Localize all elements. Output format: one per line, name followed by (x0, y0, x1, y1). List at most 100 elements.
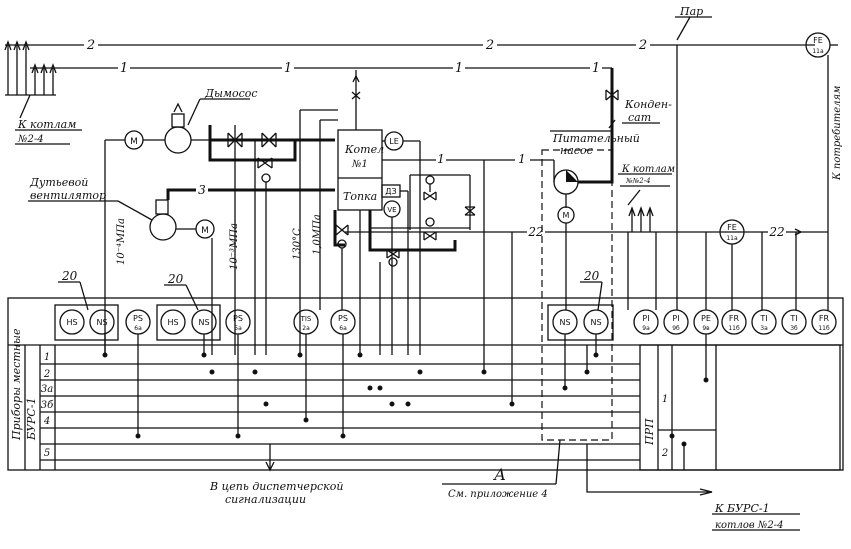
line-number-label: 1 (120, 61, 128, 76)
arrows-to-boilers (4, 40, 57, 119)
line-number-label: 2 (638, 38, 647, 53)
steam-line-2 (5, 39, 815, 51)
instrument-code: PI (642, 314, 649, 323)
to-consumers-label: К потребителям (832, 86, 843, 181)
line-number-label: 22 (768, 225, 784, 239)
callout-label: 20 (167, 272, 184, 286)
callout-label: 20 (61, 269, 78, 283)
switch-block (156, 304, 221, 341)
switch-block (54, 304, 119, 341)
signal-lines (102, 160, 709, 447)
row-label: 4 (43, 416, 50, 427)
instrument-code: PI (672, 314, 679, 323)
panel-subtitle: БУРС-1 (25, 397, 38, 441)
instrument-tag: 6а (339, 325, 347, 332)
steam-label: Пар (679, 5, 703, 18)
instrument-code: M (563, 211, 570, 220)
row-label: 1 (44, 352, 50, 363)
instrument-tag: 5а (234, 325, 242, 332)
instrument-code: PS (338, 314, 348, 323)
line-number-label: 22 (527, 225, 543, 239)
scheme-a-boundary (541, 149, 613, 441)
damper-valve (261, 132, 277, 148)
line-number-label: 1 (592, 61, 600, 76)
exhaust-stack (171, 113, 185, 128)
air-valve (335, 224, 349, 236)
line-number-label: 1 (518, 152, 526, 166)
feedwater-line-1 (30, 62, 612, 74)
instrument-code: TI (759, 314, 767, 323)
condensate-label-2: сат (628, 111, 651, 124)
instrument-tag: 9в (702, 325, 710, 332)
line-number-label: 2 (485, 38, 494, 53)
line-22 (345, 225, 828, 239)
row-label: 3б (41, 400, 54, 411)
furnace-label: Топка (343, 190, 377, 203)
panel-instruments (59, 309, 837, 335)
row-label: 2 (43, 369, 50, 380)
switch-block (547, 304, 614, 341)
instrument-code: FE (813, 36, 823, 45)
instrument-tag: 6а (134, 325, 142, 332)
pump-label-2: насос (560, 144, 593, 157)
line-number-label: 1 (284, 61, 292, 76)
prp-box (639, 344, 841, 471)
boiler-number: №1 (351, 159, 368, 170)
control-panel (7, 297, 844, 471)
prp-row-label: 2 (661, 448, 668, 459)
damper-valve (257, 157, 273, 169)
instrument-code: FE (727, 223, 737, 232)
instrument-tag: 11б (818, 325, 830, 332)
row-label: 3а (41, 384, 53, 395)
exhauster-label: Дымосос (204, 87, 258, 100)
panel-rows (40, 345, 640, 470)
temperature-label: 130°С (292, 228, 303, 260)
condensate-label: Конден- (624, 98, 672, 111)
fan-inlet (155, 199, 169, 215)
dispatcher-label-2: сигнализации (225, 493, 306, 506)
panel-title: Приборы местные (10, 328, 23, 441)
instrument-tag: 11а (812, 48, 824, 55)
pump-symbol (566, 170, 578, 182)
instrument-code: PS (133, 314, 143, 323)
pressure-label: 10⁻⁴МПа (116, 218, 127, 265)
line-number-label: 1 (455, 61, 463, 76)
instrument-code: NS (96, 318, 107, 327)
line-number-label: 3 (198, 183, 206, 197)
to-boilers-label-2: К котлам (621, 164, 675, 175)
leader (555, 439, 561, 485)
dispatcher-label: В цепь диспетчерской (209, 480, 343, 493)
instrument-tag: 9б (672, 325, 680, 332)
blower-label: Дутьевой (29, 176, 88, 189)
leader (676, 16, 691, 41)
check-valve (794, 228, 803, 236)
leader (117, 200, 153, 221)
prp-label: ПРП (643, 418, 656, 446)
scheme-letter: А (493, 465, 506, 484)
instrument-code: TIS (300, 315, 312, 323)
to-boilers-numbers-2: №№2-4 (625, 177, 651, 185)
leader (187, 98, 201, 126)
to-boilers-label: К котлам (17, 118, 76, 131)
instrument-tag: 11б (728, 325, 740, 332)
instrument-code: NS (559, 318, 570, 327)
instrument-code: LE (389, 137, 399, 146)
instrument-code: M (130, 137, 138, 147)
instrument-code: ДЗ (385, 187, 396, 196)
instrument-code: NS (198, 318, 209, 327)
line-number-label: 2 (86, 38, 95, 53)
condensate-valve-stem (608, 119, 616, 129)
burs-link (586, 444, 712, 493)
blower-label-2: вентилятор (30, 189, 106, 202)
instrument-code: M (201, 226, 209, 236)
instrument-tag: 3б (790, 325, 798, 332)
burs-label: К БУРС-1 (714, 502, 770, 515)
to-boilers-numbers: №2-4 (17, 134, 44, 145)
callout-label: 20 (583, 269, 600, 283)
instrument-code: TI (789, 314, 797, 323)
instrument-code: NS (590, 318, 601, 327)
row-label: 5 (44, 448, 50, 459)
line-number-label: 1 (437, 152, 445, 166)
instrument-tag: 2а (302, 325, 310, 332)
pump-label: Питательный (552, 132, 640, 145)
